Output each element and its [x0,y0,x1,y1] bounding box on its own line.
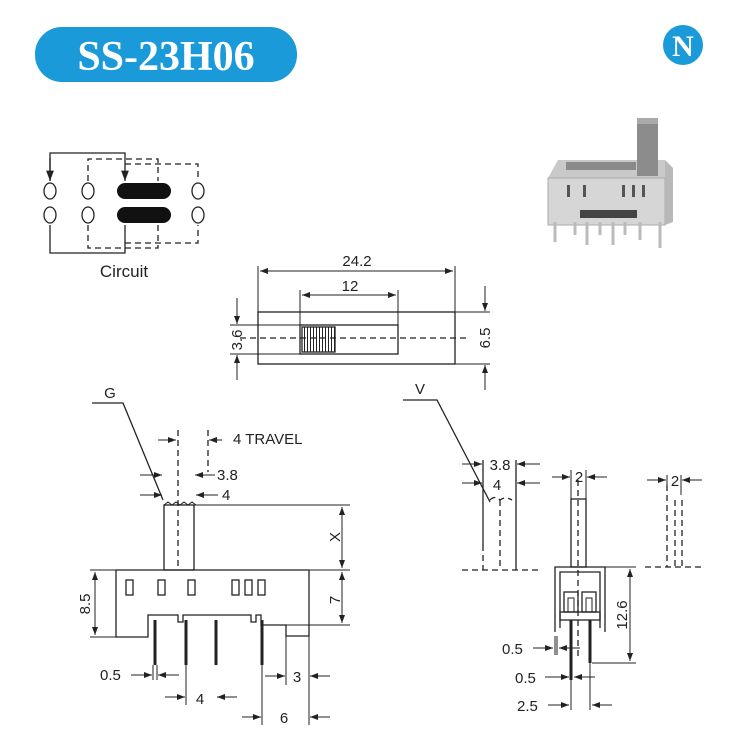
dim-2-5: 2.5 [517,698,538,715]
dim-2-actuator: 2 [575,469,583,486]
leader-g: G [104,385,116,402]
dim-4-end: 4 [493,477,501,494]
dim-6-5: 6.5 [477,328,494,349]
end-view: V 3.8 4 2 12.6 0.5 0.5 2.5 2 [403,381,705,715]
title-badge: SS-23H06 [35,27,297,82]
dim-0-5-wall: 0.5 [502,641,523,658]
dim-4-actuator: 4 [222,487,230,504]
dim-0-5-pin: 0.5 [515,670,536,687]
dim-24-2: 24.2 [342,253,371,270]
dim-travel: 4 TRAVEL [233,431,302,448]
dim-3-8: 3.8 [217,467,238,484]
dim-3-6: 3.6 [229,330,246,351]
dim-4-pitch: 4 [196,691,204,708]
dim-0-5: 0.5 [100,667,121,684]
dim-3: 3 [293,669,301,686]
product-photo [547,118,673,248]
dim-12-6: 12.6 [614,600,631,629]
dim-3-8-end: 3.8 [490,457,511,474]
model-title: SS-23H06 [77,34,254,80]
leader-v: V [415,381,425,398]
dim-6: 6 [280,710,288,727]
dim-8-5: 8.5 [77,594,94,615]
brand-logo: N [663,25,703,65]
circuit-label: Circuit [100,262,148,281]
dim-x: X [327,532,344,542]
side-view: G 4 TRAVEL 3.8 4 X 7 8.5 0.5 4 3 6 [77,385,350,727]
dim-12: 12 [342,278,359,295]
circuit-diagram: Circuit [43,152,205,281]
top-view: 24.2 12 3.6 6.5 [229,253,494,390]
dim-7: 7 [327,596,344,604]
dim-2-right: 2 [671,473,679,490]
logo-letter: N [672,30,694,63]
